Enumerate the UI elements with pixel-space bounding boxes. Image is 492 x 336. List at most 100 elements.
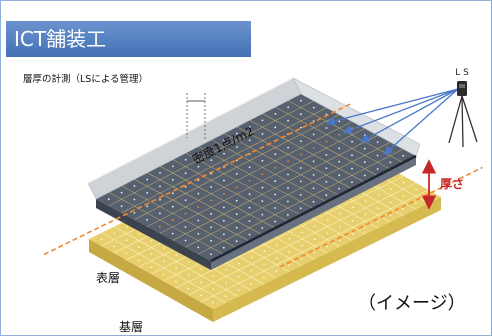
surface-layer-measure-point: [351, 140, 353, 143]
surface-layer-measure-point: [210, 199, 213, 202]
surface-layer-measure-point: [248, 220, 251, 223]
surface-layer-measure-point: [287, 200, 289, 203]
base-layer-measure-point: [237, 289, 240, 291]
surface-layer-grid-line: [198, 146, 314, 209]
surface-layer-measure-point: [210, 226, 213, 229]
surface-layer-measure-point: [300, 113, 302, 116]
measurement-dashed-line: [279, 166, 483, 268]
surface-layer-measure-point: [223, 139, 226, 142]
surface-layer-measure-point: [274, 126, 277, 129]
tripod-leg-right: [461, 95, 478, 143]
base-layer-measure-point: [225, 295, 227, 298]
base-layer-measure-point: [301, 244, 303, 247]
base-layer-measure-point: [175, 280, 177, 283]
surface-layer-grid-line: [121, 107, 327, 214]
base-layer-measure-point: [339, 239, 341, 241]
surface-layer-measure-point: [363, 161, 366, 164]
base-layer-measure-point: [225, 268, 228, 271]
surface-layer-measure-point: [236, 159, 238, 162]
base-layer-label: 基層: [119, 320, 143, 334]
surface-layer-grid-line: [185, 152, 301, 216]
base-layer-measure-point: [377, 207, 379, 210]
surface-layer-measure-point: [338, 120, 341, 123]
surface-layer-measure-point: [312, 200, 315, 203]
surface-layer-grid-line: [159, 165, 276, 229]
surface-layer-measure-point: [312, 147, 315, 149]
surface-layer-measure-point: [133, 185, 136, 187]
surface-layer-measure-point: [159, 225, 161, 228]
base-layer-measure-point: [352, 206, 354, 209]
surface-layer-measure-point: [184, 212, 187, 215]
base-layer-measure-point: [389, 214, 392, 217]
base-layer-measure-point: [150, 240, 153, 242]
surface-layer-measure-point: [376, 141, 379, 144]
scanner-lens: [459, 84, 465, 88]
surface-layer-measure-point: [261, 227, 264, 229]
surface-layer-measure-point: [299, 194, 302, 196]
surface-layer-measure-point: [223, 193, 225, 195]
base-layer-left-face: [89, 239, 213, 322]
surface-layer-slab: [87, 77, 421, 270]
surface-layer-measure-point: [338, 133, 341, 136]
surface-layer-measure-point: [287, 187, 289, 189]
scanner-head: [457, 81, 467, 96]
base-layer-grid-line: [175, 175, 404, 289]
base-layer-measure-point: [402, 181, 405, 184]
slide-title: ICT舗装工: [14, 27, 107, 51]
surface-layer-measure-point: [312, 106, 315, 109]
surface-layer-measure-point: [274, 166, 277, 169]
surface-layer-measure-point: [287, 106, 290, 109]
surface-layer-measure-point: [210, 159, 213, 162]
base-layer-measure-point: [288, 264, 290, 266]
surface-layer-measure-point: [171, 178, 174, 181]
grid-dimension-bracket: [186, 93, 206, 141]
base-layer-measure-point: [250, 282, 252, 285]
base-layer-grid-line: [188, 182, 417, 296]
surface-layer-measure-point: [184, 158, 187, 161]
surface-layer-measure-point: [184, 172, 187, 175]
base-layer-measure-point: [150, 266, 152, 269]
surface-layer-measure-point: [261, 159, 264, 162]
base-layer-measure-point: [200, 268, 203, 270]
base-layer-measure-point: [163, 260, 165, 263]
base-layer-front-face: [213, 197, 441, 322]
surface-layer-measure-point: [236, 132, 238, 135]
surface-layer-measure-point: [197, 152, 200, 155]
surface-layer-measure-point: [210, 145, 213, 148]
base-layer-measure-point: [275, 270, 278, 273]
surface-layer-measure-point: [325, 180, 328, 183]
surface-layer-measure-point: [299, 207, 302, 210]
base-layer-measure-point: [212, 288, 215, 291]
base-layer-measure-point: [187, 287, 190, 290]
surface-layer-measure-point: [325, 140, 328, 143]
surface-layer-measure-point: [274, 193, 276, 196]
surface-layer-grid-line: [146, 121, 353, 227]
base-layer-measure-point: [237, 275, 240, 278]
base-layer-measure-point: [377, 194, 380, 196]
surface-layer-measure-point: [120, 205, 123, 208]
surface-layer-grid-line: [211, 139, 327, 203]
surface-layer-measure-point: [248, 126, 251, 128]
surface-layer-measure-point: [235, 173, 238, 175]
surface-layer-measure-point: [210, 253, 212, 256]
surface-layer-grid-line: [275, 106, 391, 170]
base-layer-measure-point: [125, 239, 128, 241]
scanner-label: L S: [455, 68, 469, 78]
surface-layer-measure-point: [363, 147, 366, 150]
surface-layer-measure-point: [300, 140, 302, 143]
surface-layer-grid-line: [159, 128, 366, 234]
surface-layer-grid-line: [134, 179, 250, 242]
tripod-leg-left: [448, 95, 463, 144]
surface-layer-measure-point: [235, 186, 238, 189]
surface-layer-grid-line: [108, 100, 314, 207]
surface-layer-measure-point: [146, 178, 149, 181]
surface-layer-measure-point: [325, 194, 328, 197]
surface-layer-measure-point: [325, 167, 328, 170]
surface-layer-measure-point: [159, 198, 161, 201]
base-layer-measure-point: [339, 212, 342, 215]
pavement-seam-line: [210, 154, 417, 263]
surface-layer-measure-point: [146, 205, 149, 208]
surface-layer-measure-point: [274, 207, 276, 209]
base-layer-measure-point: [364, 226, 366, 229]
